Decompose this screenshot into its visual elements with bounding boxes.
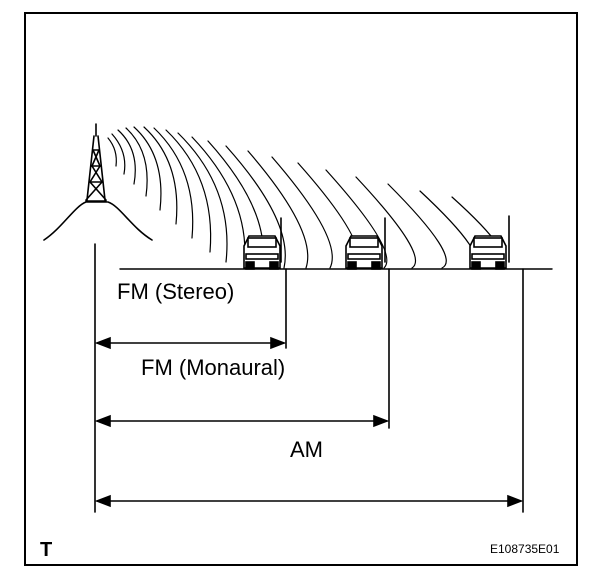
fm-monaural-label: FM (Monaural) [141,355,286,380]
double-arrow-icon [94,494,524,508]
radio-waves-icon [107,126,505,269]
hill [43,201,153,241]
fm-stereo-label: FM (Stereo) [117,279,235,304]
corner-letter: T [40,539,53,561]
car-icon [345,217,386,270]
car-icon [469,215,510,270]
diagram-frame [24,12,578,566]
figure-code: E108735E01 [490,542,560,556]
double-arrow-icon [94,414,390,428]
am-label: AM [290,437,323,462]
double-arrow-icon [94,336,287,350]
transmission-tower-icon [85,123,107,202]
car-icon [243,217,282,270]
